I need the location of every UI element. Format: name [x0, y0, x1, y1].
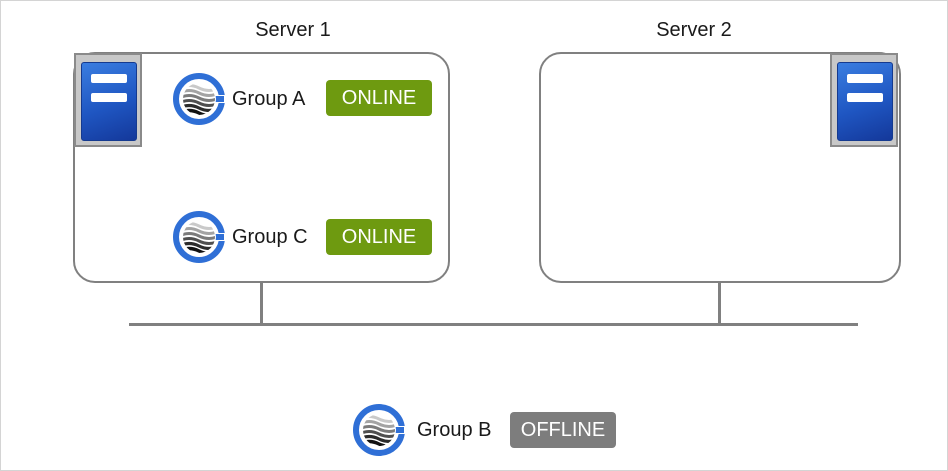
- server-icon: [830, 53, 898, 147]
- group-c-status-badge: ONLINE: [326, 219, 432, 255]
- group-a: Group A: [171, 71, 305, 127]
- failover-group-icon: [171, 209, 227, 265]
- server-drive-bar: [91, 74, 127, 83]
- server-2-network-link: [718, 283, 721, 325]
- group-b-status-badge: OFFLINE: [510, 412, 616, 448]
- failover-group-icon: [351, 402, 407, 458]
- server-1-label: Server 1: [255, 19, 331, 41]
- server-2-label: Server 2: [656, 19, 732, 41]
- group-a-status-badge: ONLINE: [326, 80, 432, 116]
- failover-group-icon: [171, 71, 227, 127]
- server-drive-bar: [847, 93, 883, 102]
- server-drive-bar: [91, 93, 127, 102]
- group-b: Group B: [351, 402, 491, 458]
- server-icon: [74, 53, 142, 147]
- server-drive-bar: [847, 74, 883, 83]
- group-c: Group C: [171, 209, 308, 265]
- group-a-label: Group A: [232, 87, 306, 110]
- server-tower: [837, 62, 893, 141]
- group-c-label: Group C: [232, 225, 308, 248]
- network-line: [129, 323, 858, 326]
- server-1-network-link: [260, 283, 263, 325]
- group-b-label: Group B: [417, 418, 492, 441]
- server-tower: [81, 62, 137, 141]
